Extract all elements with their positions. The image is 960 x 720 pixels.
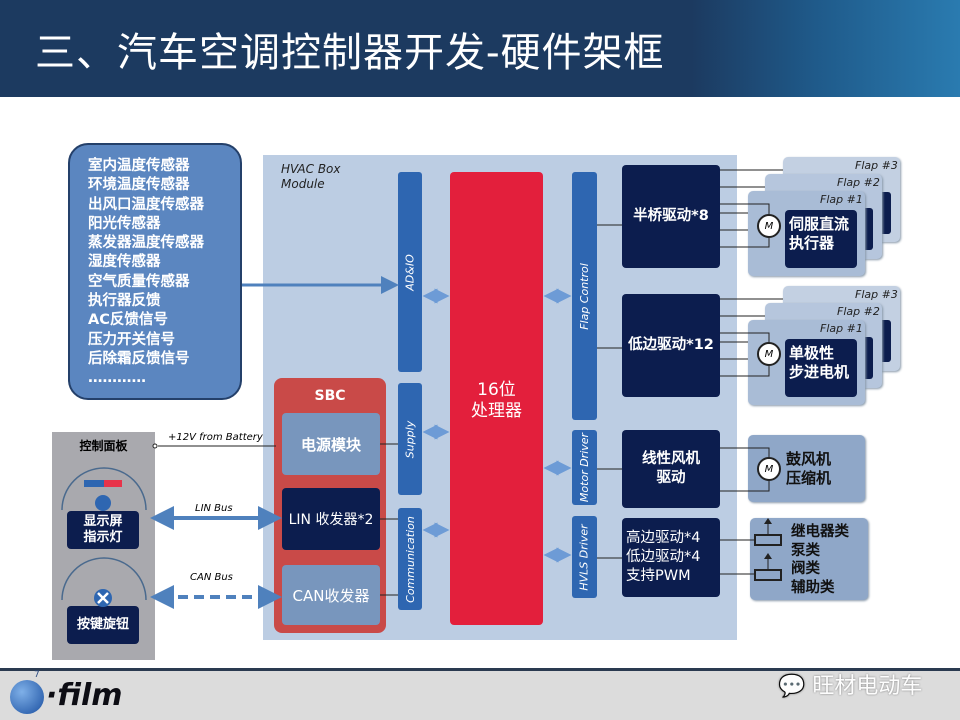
knob-button[interactable]: 按键旋钮 bbox=[67, 606, 139, 644]
low-side-driver: 低边驱动*12 bbox=[622, 294, 720, 397]
flap-label: Flap #3 bbox=[855, 288, 898, 301]
flap-label: Flap #2 bbox=[837, 305, 880, 318]
logo-globe-icon bbox=[10, 680, 44, 714]
page-number: 7 bbox=[34, 670, 40, 680]
sensor-item: 出风口温度传感器 bbox=[88, 196, 204, 213]
blower-label: 鼓风机压缩机 bbox=[786, 450, 832, 487]
motor-driver-bar: Motor Driver bbox=[572, 430, 597, 505]
wechat-watermark: 💬 旺材电动车 bbox=[778, 674, 923, 699]
footer bbox=[0, 668, 960, 720]
display-indicator[interactable]: 显示屏指示灯 bbox=[67, 511, 139, 549]
flap-label: Flap #1 bbox=[820, 322, 863, 335]
sensor-item: 阳光传感器 bbox=[88, 215, 161, 232]
panel-title: 控制面板 bbox=[79, 439, 128, 453]
flap-label: Flap #1 bbox=[820, 193, 863, 206]
lin-transceiver: LIN 收发器*2 bbox=[282, 488, 380, 550]
adio-bar: AD&IO bbox=[398, 172, 422, 372]
sensor-item: 压力开关信号 bbox=[88, 331, 175, 348]
flap-control-bar: Flap Control bbox=[572, 172, 597, 420]
processor: 16位处理器 bbox=[450, 172, 543, 625]
sbc-label: SBC bbox=[314, 388, 346, 404]
motor-icon: M bbox=[757, 214, 781, 238]
sensor-item: AC反馈信号 bbox=[88, 312, 168, 329]
can-transceiver: CAN收发器 bbox=[282, 565, 380, 625]
header-banner bbox=[0, 0, 960, 97]
half-bridge-driver: 半桥驱动*8 bbox=[622, 165, 720, 268]
flap-label: Flap #2 bbox=[837, 176, 880, 189]
sensor-item: 湿度传感器 bbox=[88, 254, 161, 271]
sensor-item: 空气质量传感器 bbox=[88, 273, 190, 290]
sensor-item: 环境温度传感器 bbox=[88, 177, 190, 194]
battery-label: +12V from Battery bbox=[168, 432, 263, 443]
supply-bar: Supply bbox=[398, 383, 422, 495]
sensor-item: 室内温度传感器 bbox=[88, 158, 190, 174]
can-bus-label: CAN Bus bbox=[190, 572, 233, 583]
relay-labels: 继电器类泵类阀类辅助类 bbox=[791, 524, 849, 596]
stepper-motor: 单极性步进电机 bbox=[785, 339, 857, 397]
servo-actuator: 伺服直流执行器 bbox=[785, 210, 857, 268]
motor-icon: M bbox=[757, 457, 781, 481]
logo-text: ·film bbox=[46, 678, 123, 713]
power-module: 电源模块 bbox=[282, 413, 380, 475]
sensor-item: 后除霜反馈信号 bbox=[88, 350, 190, 367]
sensor-item: 执行器反馈 bbox=[88, 293, 161, 310]
hvls-driver-bar: HVLS Driver bbox=[572, 516, 597, 598]
flap-label: Flap #3 bbox=[855, 159, 898, 172]
sensor-list: 室内温度传感器 环境温度传感器 出风口温度传感器 阳光传感器 蒸发器温度传感器 … bbox=[68, 143, 242, 400]
communication-bar: Communication bbox=[398, 508, 422, 610]
sensor-item: 蒸发器温度传感器 bbox=[88, 235, 204, 252]
motor-icon: M bbox=[757, 342, 781, 366]
fan-driver: 线性风机驱动 bbox=[622, 430, 720, 508]
slide-title: 三、汽车空调控制器开发-硬件架框 bbox=[35, 30, 665, 76]
sensor-item: ………… bbox=[88, 370, 146, 387]
